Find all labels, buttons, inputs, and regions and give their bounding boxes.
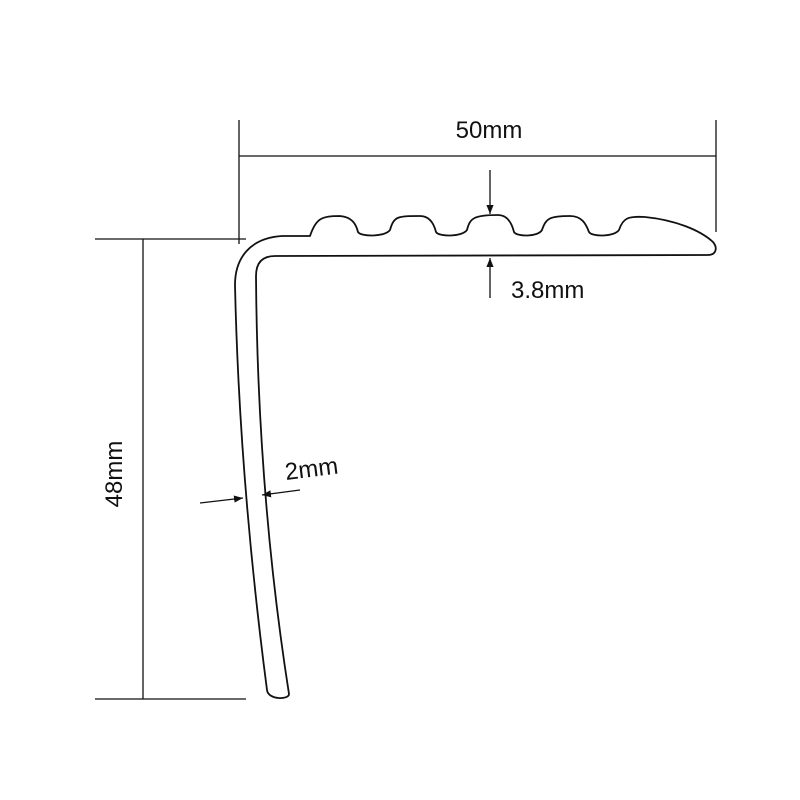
nosing-profile: [234, 214, 717, 699]
top-thickness-dimension: 3.8mm: [486, 170, 584, 304]
height-dimension: 48mm: [95, 238, 246, 700]
top-thickness-label: 3.8mm: [511, 277, 584, 304]
width-dimension: 50mm: [238, 117, 717, 244]
wall-thickness-label: 2mm: [283, 453, 339, 486]
height-label: 48mm: [101, 441, 128, 508]
wall-arrow-left: [199, 495, 244, 504]
width-label: 50mm: [456, 117, 523, 144]
wall-thickness-dimension: 2mm: [199, 453, 340, 504]
wall-arrow-right: [261, 489, 301, 498]
